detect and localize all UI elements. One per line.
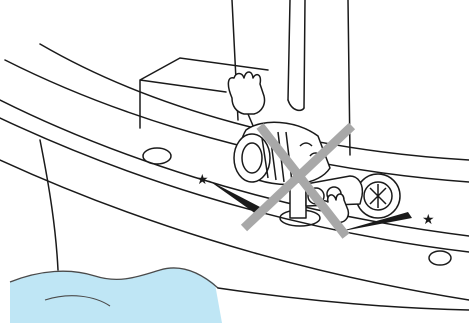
hull-lower-rim bbox=[218, 288, 469, 310]
drum-face-inner bbox=[242, 143, 262, 173]
hull-bow-line bbox=[40, 140, 58, 270]
deck-hole-left bbox=[143, 148, 171, 164]
mast-post-2 bbox=[304, 0, 305, 108]
motion-arrow-left bbox=[208, 180, 262, 214]
water-fill bbox=[10, 268, 222, 323]
mast-post-1 bbox=[288, 0, 290, 100]
sparkle-star-right: ★ bbox=[422, 212, 435, 228]
hull-top-rim-2 bbox=[0, 118, 469, 252]
mast-post-1-base bbox=[288, 100, 304, 110]
deck-hole-right bbox=[429, 251, 451, 265]
water bbox=[10, 268, 222, 323]
raised-hand-icon bbox=[228, 72, 264, 114]
sparkle-star-left: ★ bbox=[196, 172, 209, 188]
